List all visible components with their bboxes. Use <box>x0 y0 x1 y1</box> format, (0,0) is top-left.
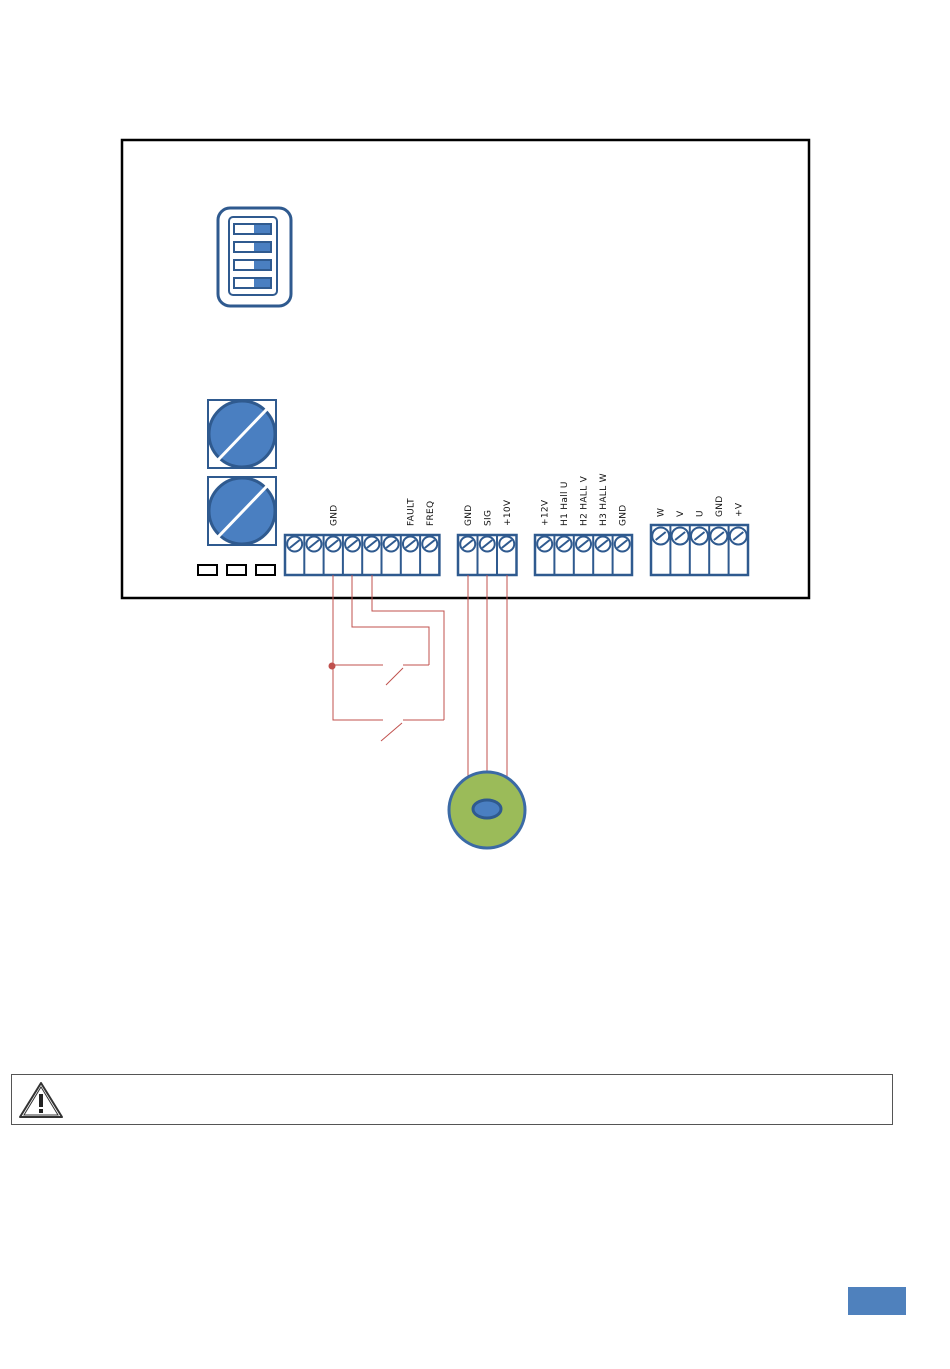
terminal-label: +V <box>734 502 744 517</box>
terminal-label: +10V <box>503 499 513 526</box>
terminal-label: W <box>657 508 667 517</box>
dip-switch-position[interactable] <box>234 242 271 252</box>
control-wiring <box>333 575 507 778</box>
terminal-block-hall <box>535 535 632 575</box>
terminal-label: SIG <box>483 510 493 526</box>
terminal-screw[interactable] <box>460 537 475 552</box>
terminal-label: GND <box>618 504 628 526</box>
switch-contact-1 <box>386 668 403 685</box>
terminal-label: GND <box>715 495 725 517</box>
jumper[interactable] <box>256 565 275 575</box>
terminal-label: +12V <box>541 499 551 526</box>
terminal-screw[interactable] <box>710 528 727 545</box>
terminal-label: H3 HALL W <box>599 473 609 526</box>
wire-junction <box>329 663 336 670</box>
terminal-screw[interactable] <box>576 537 591 552</box>
speed-potentiometer-icon <box>449 772 525 848</box>
terminal-screw[interactable] <box>652 528 669 545</box>
terminal-screw[interactable] <box>730 528 747 545</box>
terminal-screw[interactable] <box>537 537 552 552</box>
terminal-screw[interactable] <box>384 537 399 552</box>
terminal-screw[interactable] <box>480 537 495 552</box>
jumper-row <box>198 565 275 575</box>
warning-box <box>11 1074 893 1125</box>
terminal-screw[interactable] <box>557 537 572 552</box>
terminal-screw[interactable] <box>364 537 379 552</box>
warning-triangle-icon <box>17 1080 65 1120</box>
terminal-label: FAULT <box>406 498 416 526</box>
jumper[interactable] <box>198 565 217 575</box>
terminal-label: H2 HALL V <box>580 475 590 526</box>
terminal-screw[interactable] <box>345 537 360 552</box>
dip-switch-position[interactable] <box>234 260 271 270</box>
potentiometer-2[interactable] <box>208 477 276 545</box>
page-number-tab <box>848 1287 906 1315</box>
terminal-block-motor <box>651 525 748 575</box>
terminal-label: GND <box>329 504 339 526</box>
terminal-screw[interactable] <box>595 537 610 552</box>
terminal-screw[interactable] <box>499 537 514 552</box>
terminal-label: V <box>676 510 686 517</box>
terminal-label: FREQ <box>426 501 436 526</box>
terminal-screw[interactable] <box>672 528 689 545</box>
jumper[interactable] <box>227 565 246 575</box>
potentiometer-1[interactable] <box>208 400 276 468</box>
terminal-block-signal <box>458 535 517 575</box>
dip-switch[interactable] <box>218 208 291 306</box>
dip-switch-position[interactable] <box>234 224 271 234</box>
dip-switch-position[interactable] <box>234 278 271 288</box>
switch-contact-2 <box>381 723 402 741</box>
terminal-screw[interactable] <box>326 537 341 552</box>
terminal-screw[interactable] <box>306 537 321 552</box>
terminal-label: U <box>696 510 706 517</box>
terminal-label: H1 Hall U <box>560 481 570 526</box>
terminal-block-control <box>285 535 439 575</box>
terminal-screw[interactable] <box>403 537 418 552</box>
terminal-label: GND <box>464 504 474 526</box>
terminal-screw[interactable] <box>691 528 708 545</box>
terminal-screw[interactable] <box>615 537 630 552</box>
terminal-screw[interactable] <box>287 537 302 552</box>
terminal-screw[interactable] <box>422 537 437 552</box>
